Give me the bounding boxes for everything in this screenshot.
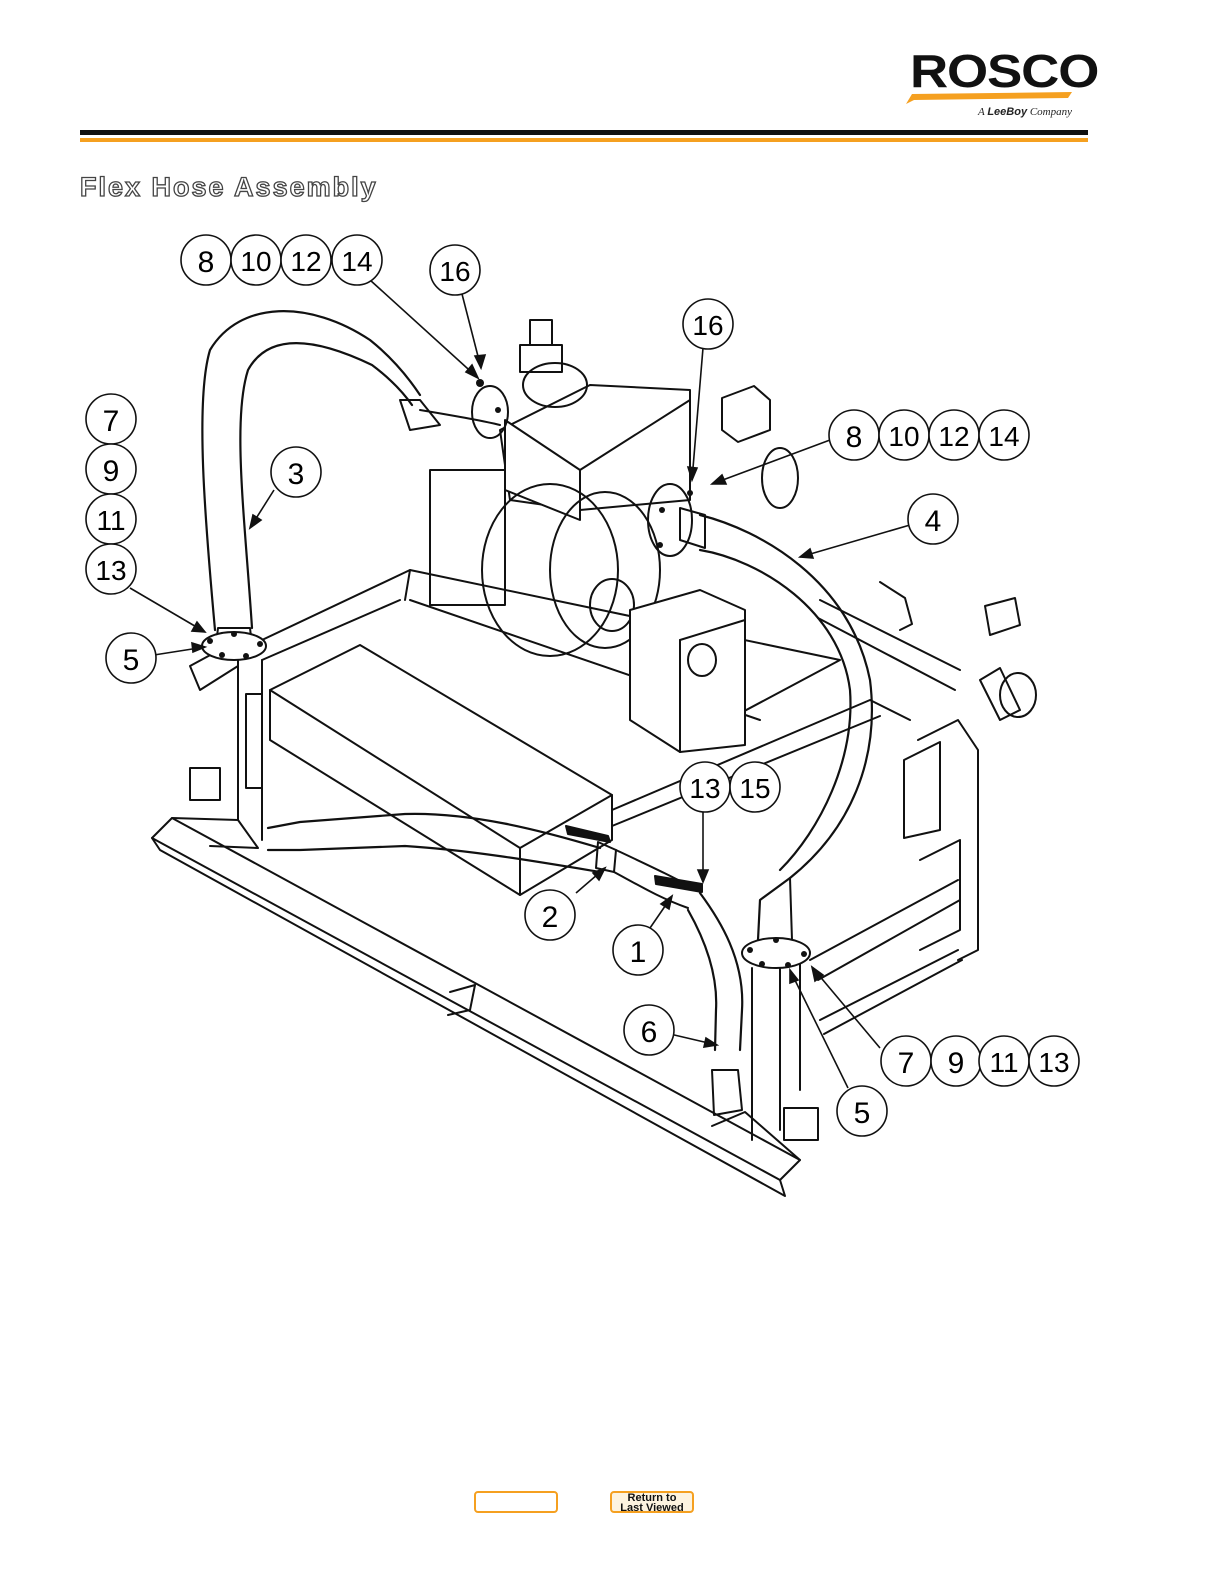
callout-10-top-right: 10 — [879, 410, 929, 460]
callout-label: 14 — [341, 246, 372, 277]
callout-label: 5 — [123, 644, 140, 677]
callout-label: 16 — [439, 256, 470, 287]
callout-label: 10 — [888, 421, 919, 452]
callout-13-left: 13 — [86, 544, 136, 594]
callout-7-left: 7 — [86, 394, 136, 444]
callout-2: 2 — [525, 890, 575, 940]
callout-10-top-left: 10 — [231, 235, 281, 285]
callout-label: 10 — [240, 246, 271, 277]
callout-11-left: 11 — [86, 494, 136, 544]
callout-label: 5 — [854, 1097, 871, 1130]
previous-page-button[interactable] — [474, 1491, 558, 1513]
callout-label: 15 — [739, 773, 770, 804]
callout-5-left: 5 — [106, 633, 156, 683]
callout-13-bottom: 13 — [680, 762, 730, 812]
callout-5-bottom-right: 5 — [837, 1086, 887, 1136]
callout-7-bottom-right: 7 — [881, 1036, 931, 1086]
callout-label: 1 — [630, 936, 647, 969]
callout-label: 11 — [96, 505, 125, 536]
callout-9-bottom-right: 9 — [931, 1036, 981, 1086]
callout-label: 2 — [542, 901, 559, 934]
callout-6: 6 — [624, 1005, 674, 1055]
callout-15: 15 — [730, 762, 780, 812]
callout-label: 13 — [1038, 1047, 1069, 1078]
callout-14-top-left: 14 — [332, 235, 382, 285]
callout-label: 12 — [938, 421, 969, 452]
callout-16-top: 16 — [430, 245, 480, 295]
callout-4: 4 — [908, 494, 958, 544]
callout-label: 8 — [198, 246, 215, 279]
callout-9-left: 9 — [86, 444, 136, 494]
callout-1: 1 — [613, 925, 663, 975]
callout-11-bottom-right: 11 — [979, 1036, 1029, 1086]
return-to-last-viewed-button[interactable]: Return to Last Viewed — [610, 1491, 694, 1513]
callout-14-top-right: 14 — [979, 410, 1029, 460]
callout-label: 12 — [290, 246, 321, 277]
callout-label: 16 — [692, 310, 723, 341]
callout-label: 8 — [846, 421, 863, 454]
callout-balloons: 8 10 12 14 16 16 8 10 12 14 7 9 11 13 3 … — [86, 235, 1079, 1136]
callout-label: 13 — [95, 555, 126, 586]
callout-label: 9 — [103, 455, 120, 488]
callout-8-top-left: 8 — [181, 235, 231, 285]
callout-8-top-right: 8 — [829, 410, 879, 460]
callout-3: 3 — [271, 447, 321, 497]
callout-13-bottom-right: 13 — [1029, 1036, 1079, 1086]
callout-label: 6 — [641, 1016, 658, 1049]
callout-label: 14 — [988, 421, 1019, 452]
callout-12-top-left: 12 — [281, 235, 331, 285]
callout-label: 9 — [948, 1047, 965, 1080]
callout-label: 3 — [288, 458, 305, 491]
callout-label: 11 — [989, 1047, 1018, 1078]
callout-label: 7 — [898, 1047, 915, 1080]
callout-label: 7 — [103, 405, 120, 438]
callout-label: 4 — [925, 505, 942, 538]
callout-label: 13 — [689, 773, 720, 804]
callout-16-right: 16 — [683, 299, 733, 349]
callout-12-top-right: 12 — [929, 410, 979, 460]
